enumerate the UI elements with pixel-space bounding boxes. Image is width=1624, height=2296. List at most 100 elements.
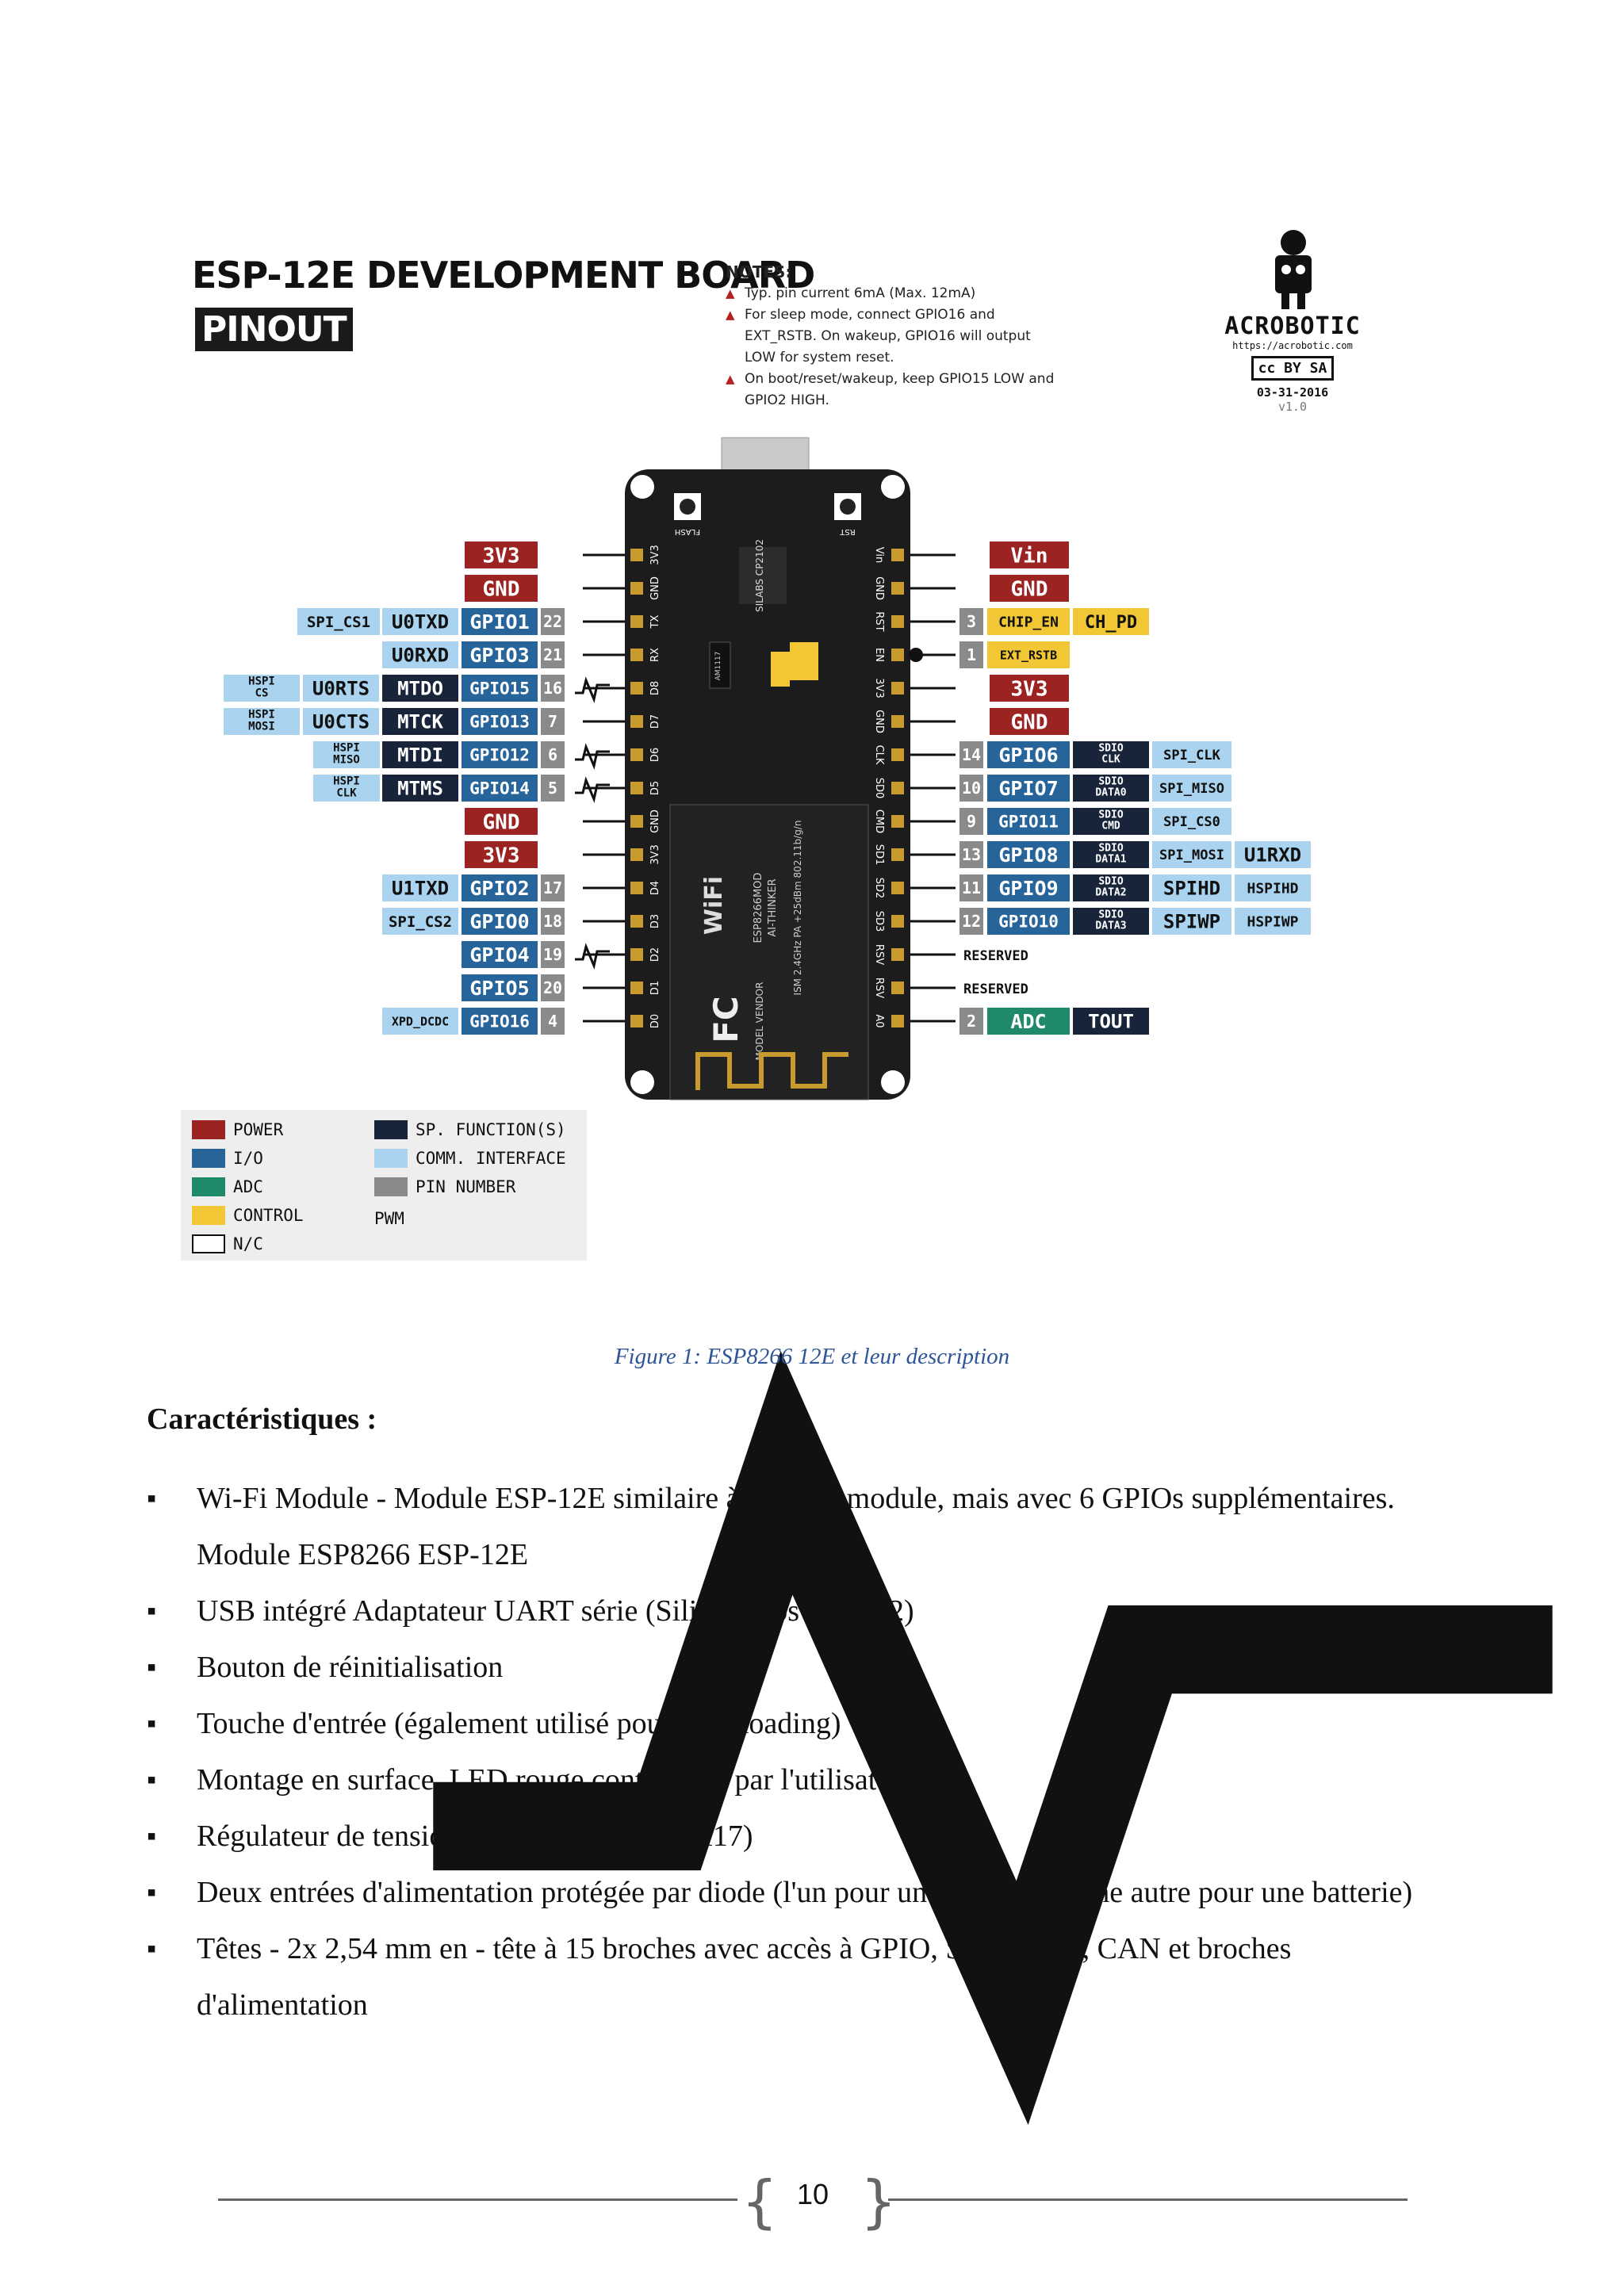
comm-label-box bbox=[382, 908, 458, 935]
comm-label: CS bbox=[255, 687, 269, 700]
pin-number-box bbox=[541, 908, 565, 935]
header-pin bbox=[630, 815, 643, 828]
legend-swatch bbox=[374, 1149, 408, 1168]
flash-button-cap bbox=[680, 499, 695, 515]
legend-label: SP. FUNCTION(S) bbox=[416, 1120, 566, 1139]
note-item: On boot/reset/wakeup, keep GPIO15 LOW an… bbox=[726, 369, 1059, 411]
header-pin bbox=[630, 582, 643, 595]
sdio-label: SDIO bbox=[1098, 909, 1123, 921]
silk-label: SD2 bbox=[873, 878, 885, 899]
comm-label: XPD_DCDC bbox=[392, 1014, 449, 1028]
pin-number: 6 bbox=[548, 745, 557, 764]
silk-label: SD0 bbox=[873, 778, 885, 799]
gpio-label-box bbox=[462, 608, 538, 635]
brand-name: ACROBOTIC bbox=[1224, 312, 1361, 340]
sdio-label: SDIO bbox=[1098, 876, 1123, 888]
module-label: ESP8266MOD bbox=[753, 873, 764, 943]
capacitor bbox=[790, 642, 818, 680]
comm-label: U0CTS bbox=[312, 711, 370, 733]
gpio-label: GPIO7 bbox=[998, 777, 1058, 800]
power-label-box bbox=[465, 841, 538, 868]
pin-number: 1 bbox=[967, 645, 976, 664]
power-label: 3V3 bbox=[483, 844, 520, 867]
gpio-label-box bbox=[462, 675, 538, 702]
control-label-box bbox=[1073, 608, 1149, 635]
silk-label: RST bbox=[873, 611, 885, 631]
header-pin bbox=[630, 748, 643, 761]
vendor-label: AI-THINKER bbox=[767, 878, 779, 936]
silk-label: GND bbox=[873, 710, 885, 733]
header-pin bbox=[891, 815, 904, 828]
pin-number: 11 bbox=[962, 878, 981, 897]
robot-logo bbox=[1281, 230, 1306, 255]
comm-label-box bbox=[1152, 908, 1231, 935]
brand-url: https://acrobotic.com bbox=[1232, 340, 1353, 351]
sdio-label-box bbox=[1073, 808, 1149, 835]
comm-label: SPI_MISO bbox=[1159, 781, 1224, 797]
header-pin bbox=[891, 982, 904, 994]
func-label-box bbox=[382, 874, 458, 901]
silk-label: SD3 bbox=[873, 911, 885, 932]
gpio-label-box bbox=[462, 708, 538, 735]
comm-label-box bbox=[224, 675, 300, 702]
gpio-label-box bbox=[462, 874, 538, 901]
notes-block: NOTES: Typ. pin current 6mA (Max. 12mA) … bbox=[726, 262, 1059, 411]
silk-label: D0 bbox=[649, 1014, 661, 1028]
power-label-box bbox=[990, 675, 1069, 702]
power-label: 3V3 bbox=[483, 544, 520, 568]
pin-number: 18 bbox=[543, 912, 562, 931]
legend-item: PIN NUMBER bbox=[374, 1175, 515, 1199]
legend-item: PWM bbox=[374, 1207, 1553, 2126]
note-item: For sleep mode, connect GPIO16 and EXT_R… bbox=[726, 304, 1059, 369]
rst-button-cap bbox=[840, 499, 856, 515]
pin-number: 4 bbox=[548, 1012, 557, 1031]
mount-hole bbox=[630, 1070, 654, 1094]
sdio-label: DATA3 bbox=[1095, 920, 1126, 932]
power-label-box bbox=[465, 541, 538, 568]
reserved-label: RESERVED bbox=[963, 948, 1028, 964]
header-pin bbox=[630, 649, 643, 661]
silk-label: 3V3 bbox=[649, 545, 661, 564]
pin-number-box bbox=[541, 974, 565, 1001]
section-heading: Caractéristiques : bbox=[147, 1402, 377, 1436]
mount-hole bbox=[881, 1070, 905, 1094]
silk-label: D4 bbox=[649, 881, 661, 895]
comm-label: U0RTS bbox=[312, 678, 370, 700]
pin-number: 12 bbox=[962, 912, 981, 931]
silk-label: D3 bbox=[649, 914, 661, 928]
regulator-label: AM1117 bbox=[714, 652, 722, 681]
license-badge: cc BY SA bbox=[1251, 356, 1335, 381]
gpio-label-box bbox=[987, 741, 1070, 768]
sdio-label: CLK bbox=[1101, 754, 1120, 766]
notes-heading: NOTES: bbox=[726, 262, 792, 281]
list-item: Régulateur de tension 500mA 3.3V (LM1117… bbox=[147, 1808, 1431, 1865]
pin-number: 10 bbox=[962, 779, 981, 798]
gpio-label: GPIO12 bbox=[469, 746, 530, 765]
sdio-label: SDIO bbox=[1098, 843, 1123, 855]
silk-label: A0 bbox=[873, 1014, 885, 1027]
silk-label: EN bbox=[873, 648, 885, 662]
legend-swatch bbox=[374, 1120, 408, 1139]
fc-mark: FC bbox=[707, 996, 745, 1043]
pin-number-box bbox=[541, 708, 565, 735]
antenna-trace bbox=[695, 1052, 848, 1090]
regulator bbox=[709, 641, 731, 689]
pin-number: 22 bbox=[543, 612, 562, 631]
comm-label-box bbox=[303, 708, 379, 735]
silk-label: RSV bbox=[873, 978, 885, 998]
gpio-label: GPIO13 bbox=[469, 713, 530, 732]
legend-label: CONTROL bbox=[233, 1206, 304, 1225]
header-pin bbox=[891, 549, 904, 561]
comm-label-box bbox=[382, 1008, 458, 1035]
comm-label-box bbox=[1152, 775, 1231, 802]
silk-label: D1 bbox=[649, 981, 661, 995]
pin-number-box bbox=[959, 808, 983, 835]
gpio-label-box bbox=[462, 974, 538, 1001]
comm-label: MOSI bbox=[248, 721, 275, 733]
comm-label-box bbox=[313, 741, 380, 768]
header-pin bbox=[630, 549, 643, 561]
gpio-label-box bbox=[462, 775, 538, 802]
header-pin bbox=[630, 915, 643, 928]
func-label: TOUT bbox=[1088, 1011, 1134, 1033]
